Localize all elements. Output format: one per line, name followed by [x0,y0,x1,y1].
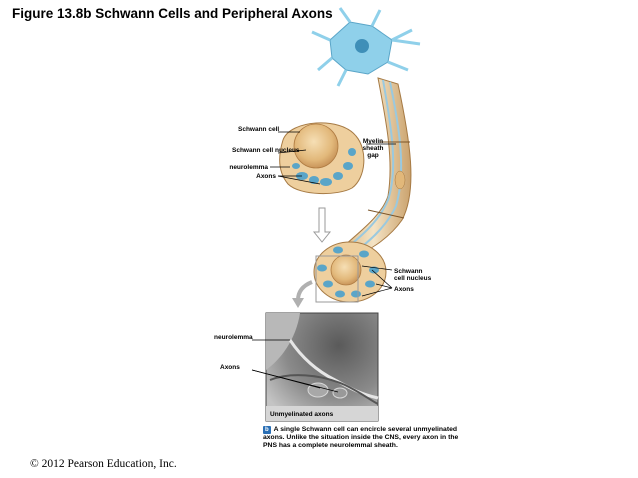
figure-title: Figure 13.8b Schwann Cells and Periphera… [12,6,333,21]
micrograph-image [265,312,379,422]
down-arrow-icon [312,207,332,243]
label-schwann-cell-nucleus-right: Schwann cell nucleus [394,268,432,282]
leader-lines [251,131,396,393]
nerve-fiber [335,77,412,259]
neuron-cell-body [311,7,421,87]
panel-text: A single Schwann cell can encircle sever… [263,426,459,449]
copyright: © 2012 Pearson Education, Inc. [30,458,177,470]
enlarged-schwann-cell [279,122,365,195]
label-neurolemma-top: neurolemma [229,164,268,171]
label-schwann-cell: Schwann cell [238,126,280,133]
panel-badge: b [263,426,271,434]
fiber-cross-section [313,241,387,303]
label-myelin-sheath-gap: Myelin sheath gap [362,138,384,159]
label-axons-right: Axons [394,286,414,293]
label-schwann-cell-nucleus-top: Schwann cell nucleus [232,147,300,154]
curved-arrow-icon [292,280,313,308]
label-axons-micro: Axons [220,364,240,371]
micrograph-caption: Unmyelinated axons [270,411,334,418]
label-axons-top: Axons [256,173,276,180]
label-neurolemma-micro: neurolemma [214,334,253,341]
